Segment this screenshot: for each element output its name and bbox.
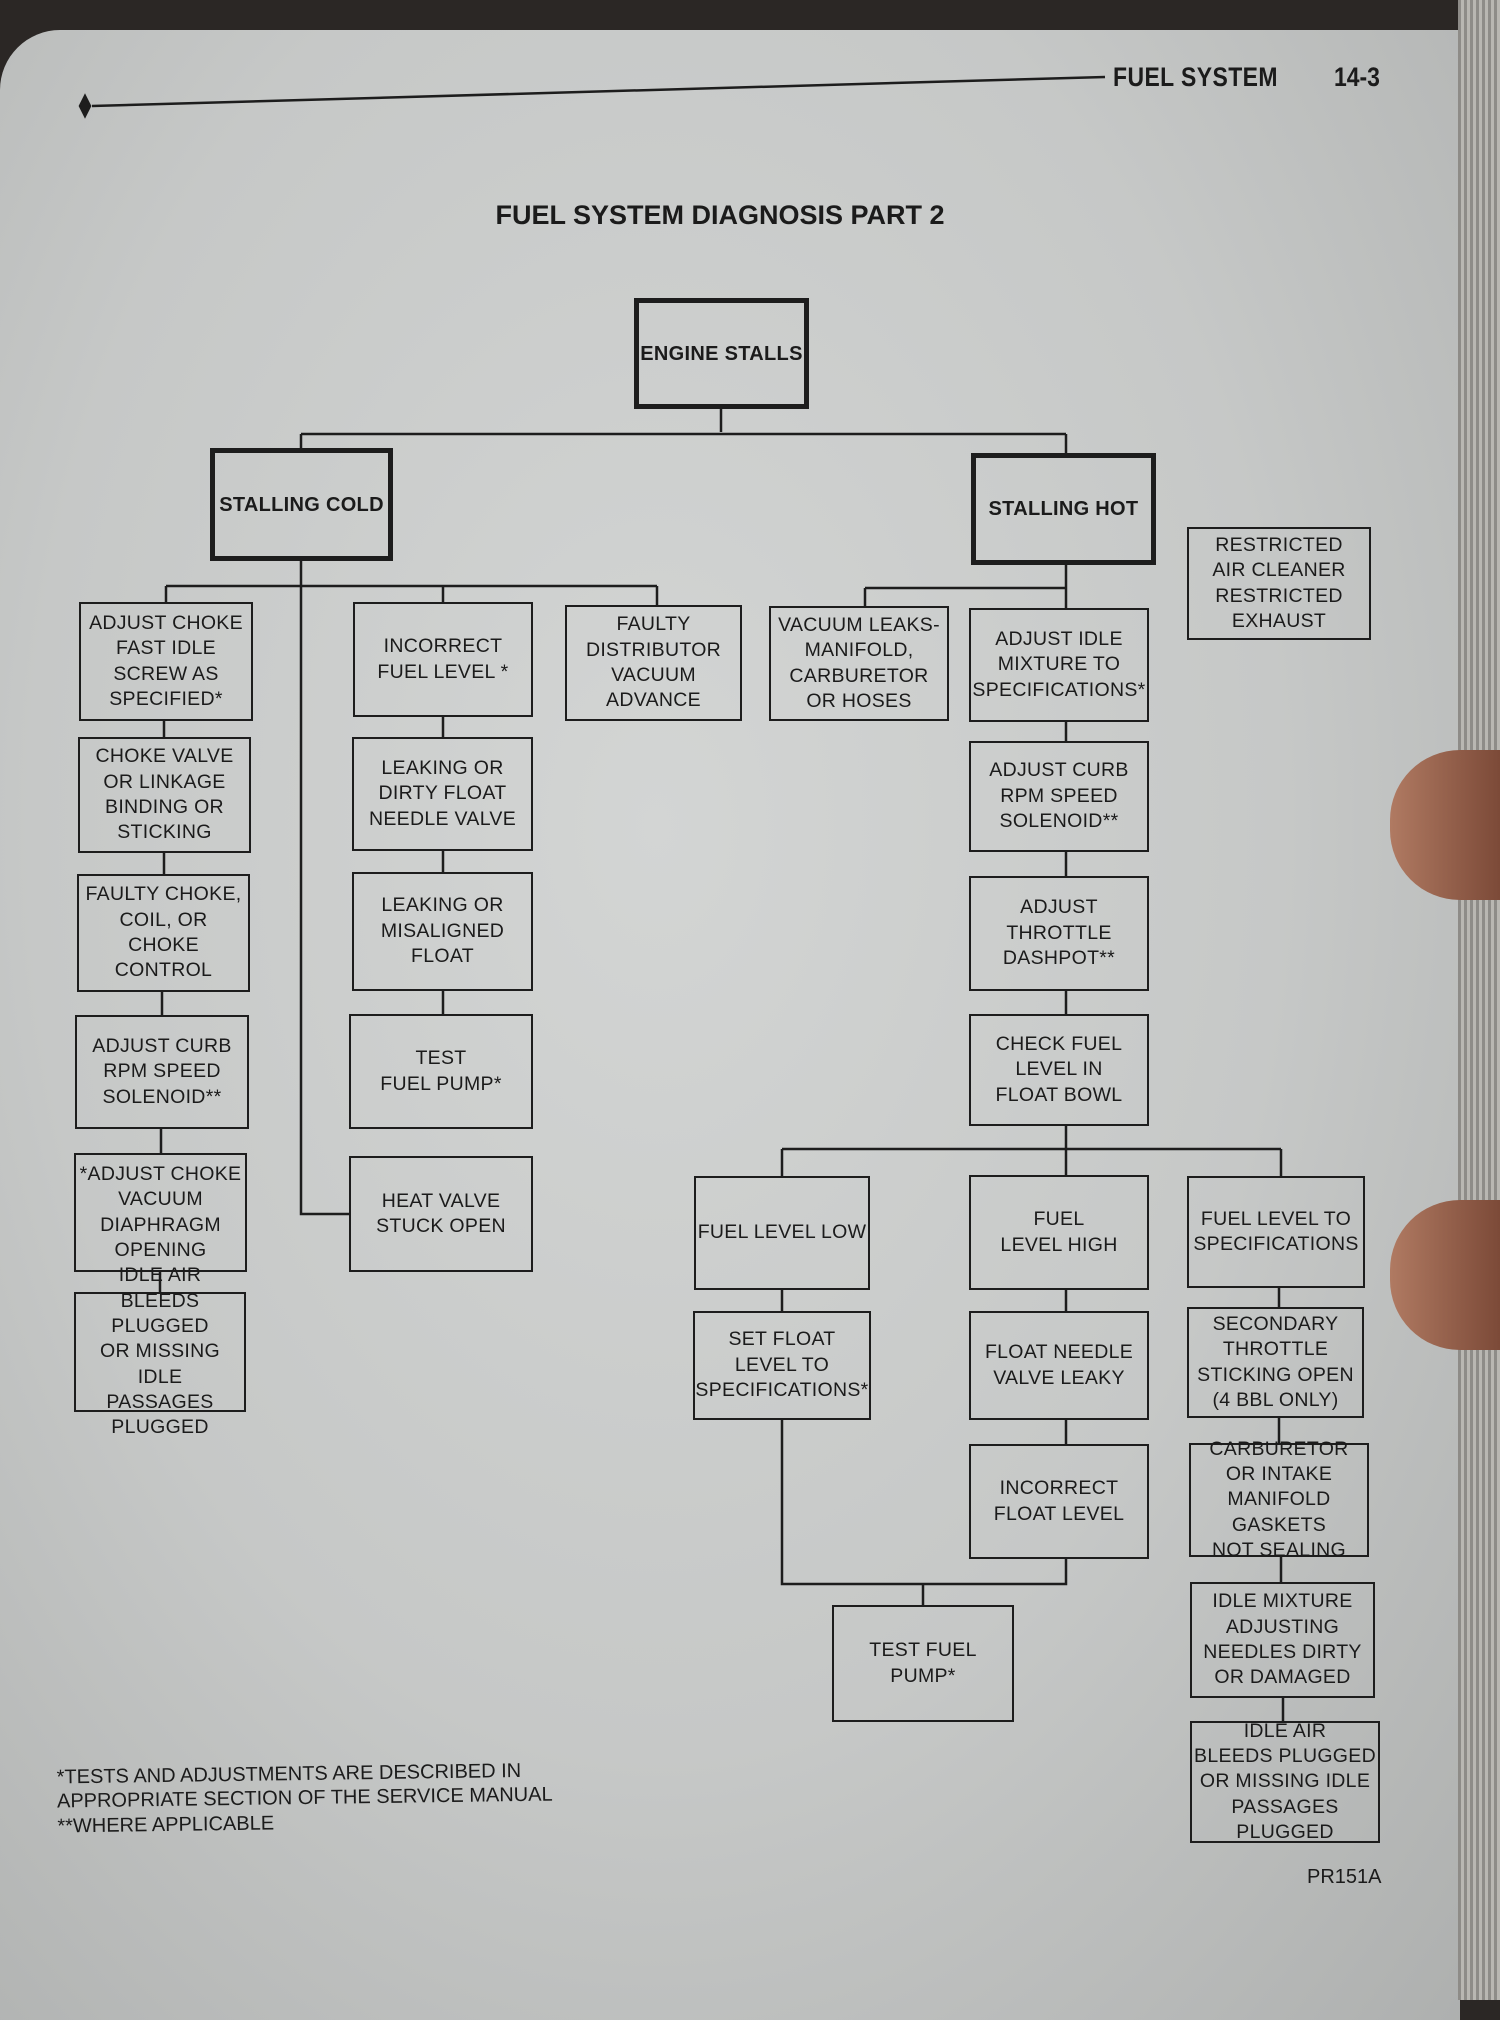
thumb-top (1390, 750, 1500, 900)
flow-box-idlemix: IDLE MIXTURE ADJUSTING NEEDLES DIRTY OR … (1190, 1582, 1375, 1698)
figure-id: PR151A (1307, 1866, 1382, 1888)
flow-box-m4: TEST FUEL PUMP* (349, 1014, 533, 1129)
footnotes: *TESTS AND ADJUSTMENTS ARE DESCRIBED IN … (56, 1759, 553, 1838)
flow-box-c3: FAULTY CHOKE, COIL, OR CHOKE CONTROL (77, 874, 250, 992)
flow-box-h3: ADJUST THROTTLE DASHPOT** (969, 876, 1149, 991)
flow-box-c5: *ADJUST CHOKE VACUUM DIAPHRAGM OPENING (74, 1153, 247, 1272)
flow-box-h2: ADJUST CURB RPM SPEED SOLENOID** (969, 741, 1149, 852)
flow-box-spec: FUEL LEVEL TO SPECIFICATIONS (1187, 1176, 1365, 1288)
flow-box-carb: CARBURETOR OR INTAKE MANIFOLD GASKETS NO… (1189, 1438, 1369, 1561)
flow-box-c2: CHOKE VALVE OR LINKAGE BINDING OR STICKI… (78, 737, 251, 853)
flow-box-engine-stalls: ENGINE STALLS (634, 298, 809, 409)
page-stack-edge (1458, 0, 1500, 2000)
flow-box-m5: HEAT VALVE STUCK OPEN (349, 1156, 533, 1272)
flow-box-dist: FAULTY DISTRIBUTOR VACUUM ADVANCE (565, 605, 742, 721)
manual-page (0, 30, 1460, 2020)
flow-box-restricted-air: RESTRICTED AIR CLEANER RESTRICTED EXHAUS… (1187, 527, 1371, 640)
flow-box-c6: IDLE AIR BLEEDS PLUGGED OR MISSING IDLE … (74, 1264, 246, 1438)
flow-box-h4: CHECK FUEL LEVEL IN FLOAT BOWL (969, 1014, 1149, 1126)
flow-box-setfloat: SET FLOAT LEVEL TO SPECIFICATIONS* (693, 1311, 871, 1420)
flow-box-h1: ADJUST IDLE MIXTURE TO SPECIFICATIONS* (969, 608, 1149, 722)
flow-box-secondary: SECONDARY THROTTLE STICKING OPEN (4 BBL … (1187, 1307, 1364, 1418)
diagram-title: FUEL SYSTEM DIAGNOSIS PART 2 (495, 200, 945, 230)
flow-box-m1: INCORRECT FUEL LEVEL * (353, 602, 533, 717)
flow-box-c1: ADJUST CHOKE FAST IDLE SCREW AS SPECIFIE… (79, 602, 253, 721)
flow-box-testpump: TEST FUEL PUMP* (832, 1605, 1014, 1722)
flow-box-needle: FLOAT NEEDLE VALVE LEAKY (969, 1311, 1149, 1420)
flow-box-vac: VACUUM LEAKS- MANIFOLD, CARBURETOR OR HO… (769, 606, 949, 721)
flow-box-m2: LEAKING OR DIRTY FLOAT NEEDLE VALVE (352, 737, 533, 851)
flow-box-c4: ADJUST CURB RPM SPEED SOLENOID** (75, 1015, 249, 1129)
flow-box-high: FUEL LEVEL HIGH (969, 1175, 1149, 1290)
section-header: FUEL SYSTEM (1113, 62, 1278, 92)
flow-box-stalling-cold: STALLING COLD (210, 448, 393, 561)
header-rule (91, 75, 1106, 108)
flow-box-idleair: IDLE AIR BLEEDS PLUGGED OR MISSING IDLE … (1190, 1720, 1380, 1843)
thumb-bottom (1390, 1200, 1500, 1350)
flow-box-stalling-hot: STALLING HOT (971, 453, 1156, 565)
flow-box-m3: LEAKING OR MISALIGNED FLOAT (352, 872, 533, 991)
page-number: 14-3 (1334, 62, 1380, 92)
flow-box-incfloat: INCORRECT FLOAT LEVEL (969, 1444, 1149, 1559)
diamond-icon (78, 93, 92, 119)
flow-box-low: FUEL LEVEL LOW (694, 1176, 870, 1290)
